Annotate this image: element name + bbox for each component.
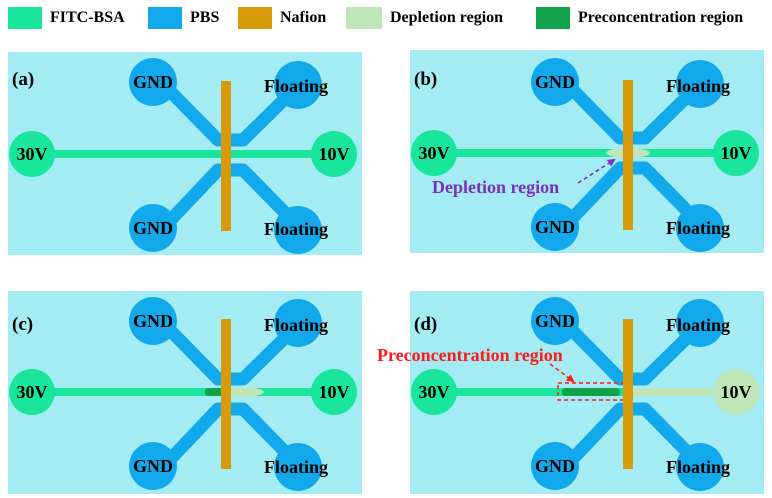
right-voltage-reservoir [713, 369, 759, 415]
left-voltage-label: 30V [419, 143, 450, 163]
panel-a: (a) GND GND Floating Floating 30V 10V [8, 52, 362, 255]
panel-label: (a) [12, 69, 34, 90]
left-voltage-reservoir [9, 369, 55, 415]
gnd-top-reservoir [129, 297, 177, 345]
floating-top-label: Floating [264, 76, 328, 96]
left-voltage-reservoir [9, 131, 55, 177]
floating-bottom-reservoir [274, 443, 322, 491]
gnd-bottom-label: GND [133, 218, 173, 238]
gnd-top-reservoir [129, 58, 177, 106]
gnd-bottom-label: GND [535, 456, 575, 476]
nafion-strip [221, 81, 231, 231]
floating-top-reservoir [274, 299, 322, 347]
legend-swatch-fitc-bsa [8, 7, 42, 29]
preconcentration-arrow [549, 363, 575, 383]
legend-label-preconcentration-region: Preconcentration region [578, 9, 744, 26]
floating-top-reservoir [274, 61, 322, 109]
panel-b: Depletion region (b) GND GND Floating Fl… [410, 50, 764, 253]
legend-swatch-pbs [148, 7, 182, 29]
right-voltage-reservoir [311, 131, 357, 177]
floating-bottom-reservoir [274, 206, 322, 254]
legend-label-fitc-bsa: FITC-BSA [50, 9, 125, 26]
gnd-bottom-reservoir [129, 204, 177, 252]
left-voltage-reservoir [411, 369, 457, 415]
right-voltage-label: 10V [319, 144, 350, 164]
legend-item-pbs: PBS [148, 6, 219, 30]
floating-bottom-reservoir [676, 204, 724, 252]
panel-d: Preconcentration region (d) GND GND Floa… [377, 291, 764, 494]
floating-bottom-label: Floating [264, 457, 328, 477]
legend-item-depletion-region: Depletion region [346, 6, 503, 30]
right-voltage-reservoir [713, 130, 759, 176]
preconcentration-zone [562, 388, 620, 396]
legend-label-pbs: PBS [190, 9, 220, 26]
gnd-top-reservoir [531, 297, 579, 345]
panel-label: (d) [414, 314, 437, 335]
floating-bottom-label: Floating [666, 457, 730, 477]
legend-label-depletion-region: Depletion region [390, 9, 504, 26]
floating-bottom-label: Floating [264, 219, 328, 239]
legend-swatch-depletion-region [346, 7, 382, 29]
floating-bottom-label: Floating [666, 218, 730, 238]
floating-bottom-reservoir [676, 443, 724, 491]
nafion-strip [623, 319, 633, 469]
legend-swatch-nafion [238, 7, 272, 29]
gnd-bottom-label: GND [535, 217, 575, 237]
right-voltage-label: 10V [721, 143, 752, 163]
left-voltage-label: 30V [17, 144, 48, 164]
gnd-bottom-reservoir [531, 203, 579, 251]
depletion-annotation: Depletion region [432, 177, 559, 197]
preconcentration-annotation: Preconcentration region [377, 345, 563, 365]
right-voltage-reservoir [311, 369, 357, 415]
depletion-arrow [577, 158, 616, 184]
legend-item-preconcentration-region: Preconcentration region [536, 6, 743, 30]
left-voltage-label: 30V [419, 382, 450, 402]
nafion-strip [623, 80, 633, 230]
legend-swatch-preconcentration-region [536, 7, 570, 29]
panel-label: (b) [414, 69, 437, 90]
left-voltage-label: 30V [17, 382, 48, 402]
panel-label: (c) [12, 314, 33, 335]
gnd-bottom-reservoir [129, 442, 177, 490]
floating-top-label: Floating [264, 315, 328, 335]
legend-label-nafion: Nafion [280, 9, 327, 26]
gnd-top-label: GND [133, 311, 173, 331]
floating-top-label: Floating [666, 315, 730, 335]
gnd-bottom-label: GND [133, 456, 173, 476]
floating-top-reservoir [676, 299, 724, 347]
preconcentration-zone [205, 388, 222, 396]
gnd-top-label: GND [535, 72, 575, 92]
gnd-top-label: GND [133, 72, 173, 92]
legend-item-nafion: Nafion [238, 6, 326, 30]
legend-item-fitc-bsa: FITC-BSA [8, 6, 125, 30]
gnd-top-reservoir [531, 58, 579, 106]
right-voltage-label: 10V [319, 382, 350, 402]
gnd-bottom-reservoir [531, 442, 579, 490]
panel-c: (c) GND GND Floating Floating 30V 10V [8, 291, 362, 494]
right-voltage-label: 10V [721, 382, 752, 402]
floating-top-reservoir [676, 60, 724, 108]
floating-top-label: Floating [666, 76, 730, 96]
legend: FITC-BSA PBS Nafion Depletion region Pre… [0, 0, 772, 36]
left-voltage-reservoir [411, 130, 457, 176]
gnd-top-label: GND [535, 311, 575, 331]
nafion-strip [221, 319, 231, 469]
